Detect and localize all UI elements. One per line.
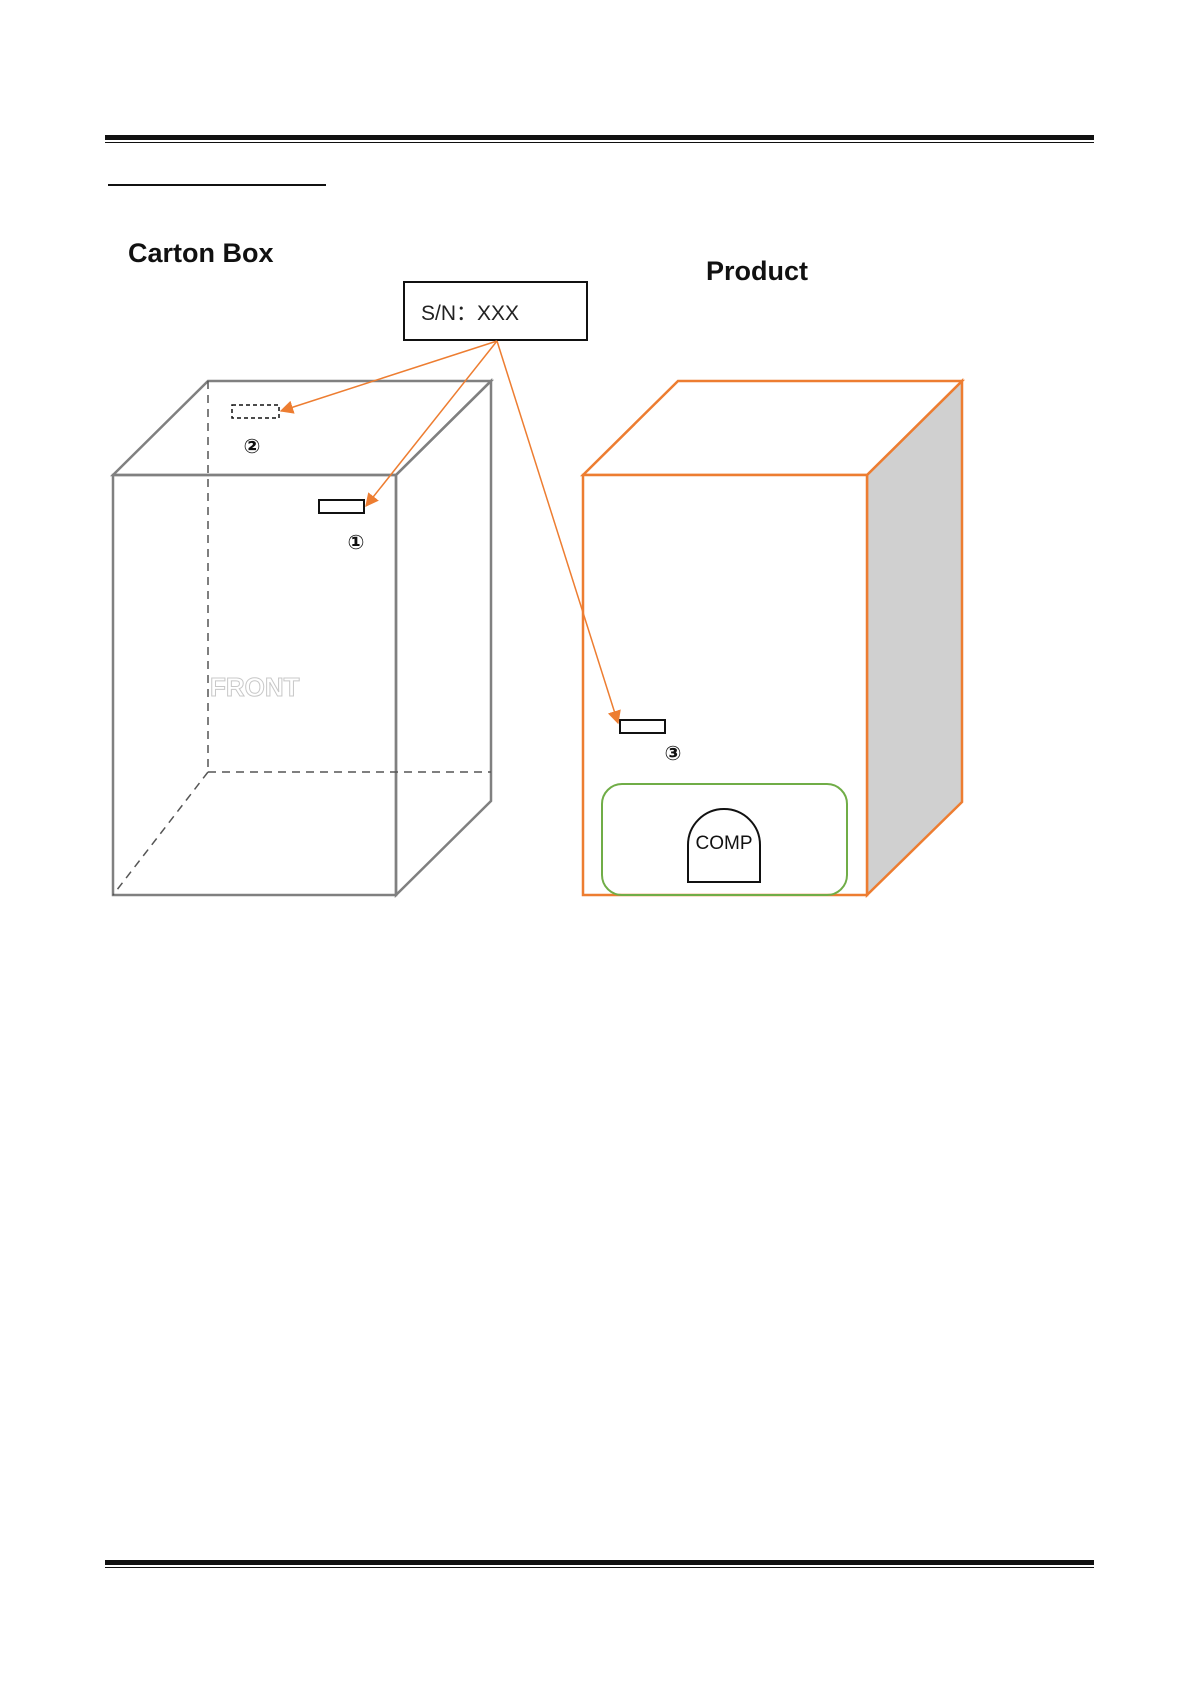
- carton-box: [113, 381, 491, 895]
- callout-arrows: [281, 341, 618, 723]
- carton-top-label-position: [232, 405, 279, 418]
- carton-hidden-diagonal-edge: [113, 772, 208, 895]
- carton-hidden-edges: [113, 381, 491, 895]
- carton-box-title: Carton Box: [128, 238, 274, 268]
- serial-label-text: S/N：XXX: [421, 302, 519, 325]
- footer-rule: [105, 1560, 1094, 1568]
- product-box: [583, 381, 962, 895]
- arrow-to-top-label: [281, 341, 497, 411]
- carton-front-label-position: [319, 500, 364, 513]
- carton-right-face: [396, 381, 491, 895]
- marker-1: ①: [348, 530, 365, 554]
- compressor-label: COMP: [696, 833, 753, 854]
- carton-top-face: [113, 381, 491, 475]
- arrow-to-front-label: [366, 341, 497, 506]
- product-label-position: [620, 720, 665, 733]
- product-title: Product: [706, 256, 808, 286]
- marker-2: ②: [244, 434, 261, 458]
- front-face-label: FRONT: [210, 672, 300, 702]
- marker-3: ③: [665, 741, 682, 765]
- serial-label-callout: S/N：XXX: [404, 282, 587, 340]
